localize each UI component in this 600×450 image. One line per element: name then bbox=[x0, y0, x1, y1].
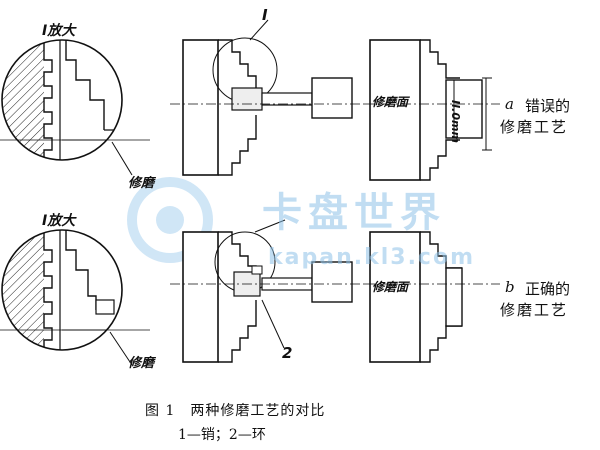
label-case-b-text1: 正确的 bbox=[525, 280, 571, 298]
watermark-url: kapan.kl3.com bbox=[268, 245, 476, 270]
label-case-a-letter: a bbox=[505, 95, 514, 113]
label-mark-i: I bbox=[262, 6, 268, 24]
label-case-a-text2: 修磨工艺 bbox=[500, 118, 569, 136]
label-grind-bottom: 修磨 bbox=[128, 356, 155, 371]
chuck-body-top bbox=[170, 19, 365, 176]
figure-caption-title: 图 1 两种修磨工艺的对比 bbox=[145, 403, 326, 419]
watermark-logo bbox=[127, 177, 213, 263]
label-case-b-text2: 修磨工艺 bbox=[500, 301, 569, 319]
grinding-fixture-top bbox=[365, 39, 500, 181]
enlarged-detail-top bbox=[0, 39, 150, 176]
enlarged-detail-bottom bbox=[0, 229, 150, 366]
label-dimension: II.0mm bbox=[449, 100, 462, 143]
label-grind-top: 修磨 bbox=[128, 176, 155, 191]
grinding-fixture-bottom bbox=[365, 231, 500, 363]
label-part-2: 2 bbox=[282, 344, 293, 362]
chuck-body-bottom bbox=[170, 219, 365, 363]
label-enlarge-top: I放大 bbox=[42, 23, 76, 39]
watermark-text: 卡盘世界 bbox=[262, 190, 446, 236]
label-grind-face-top: 修磨面 bbox=[372, 95, 409, 109]
label-case-a-text1: 错误的 bbox=[525, 97, 571, 115]
label-enlarge-bottom: I放大 bbox=[42, 213, 76, 229]
figure-caption-legend: 1—销；2—环 bbox=[178, 427, 266, 443]
label-grind-face-bottom: 修磨面 bbox=[372, 280, 409, 294]
label-case-b-letter: b bbox=[505, 278, 515, 296]
